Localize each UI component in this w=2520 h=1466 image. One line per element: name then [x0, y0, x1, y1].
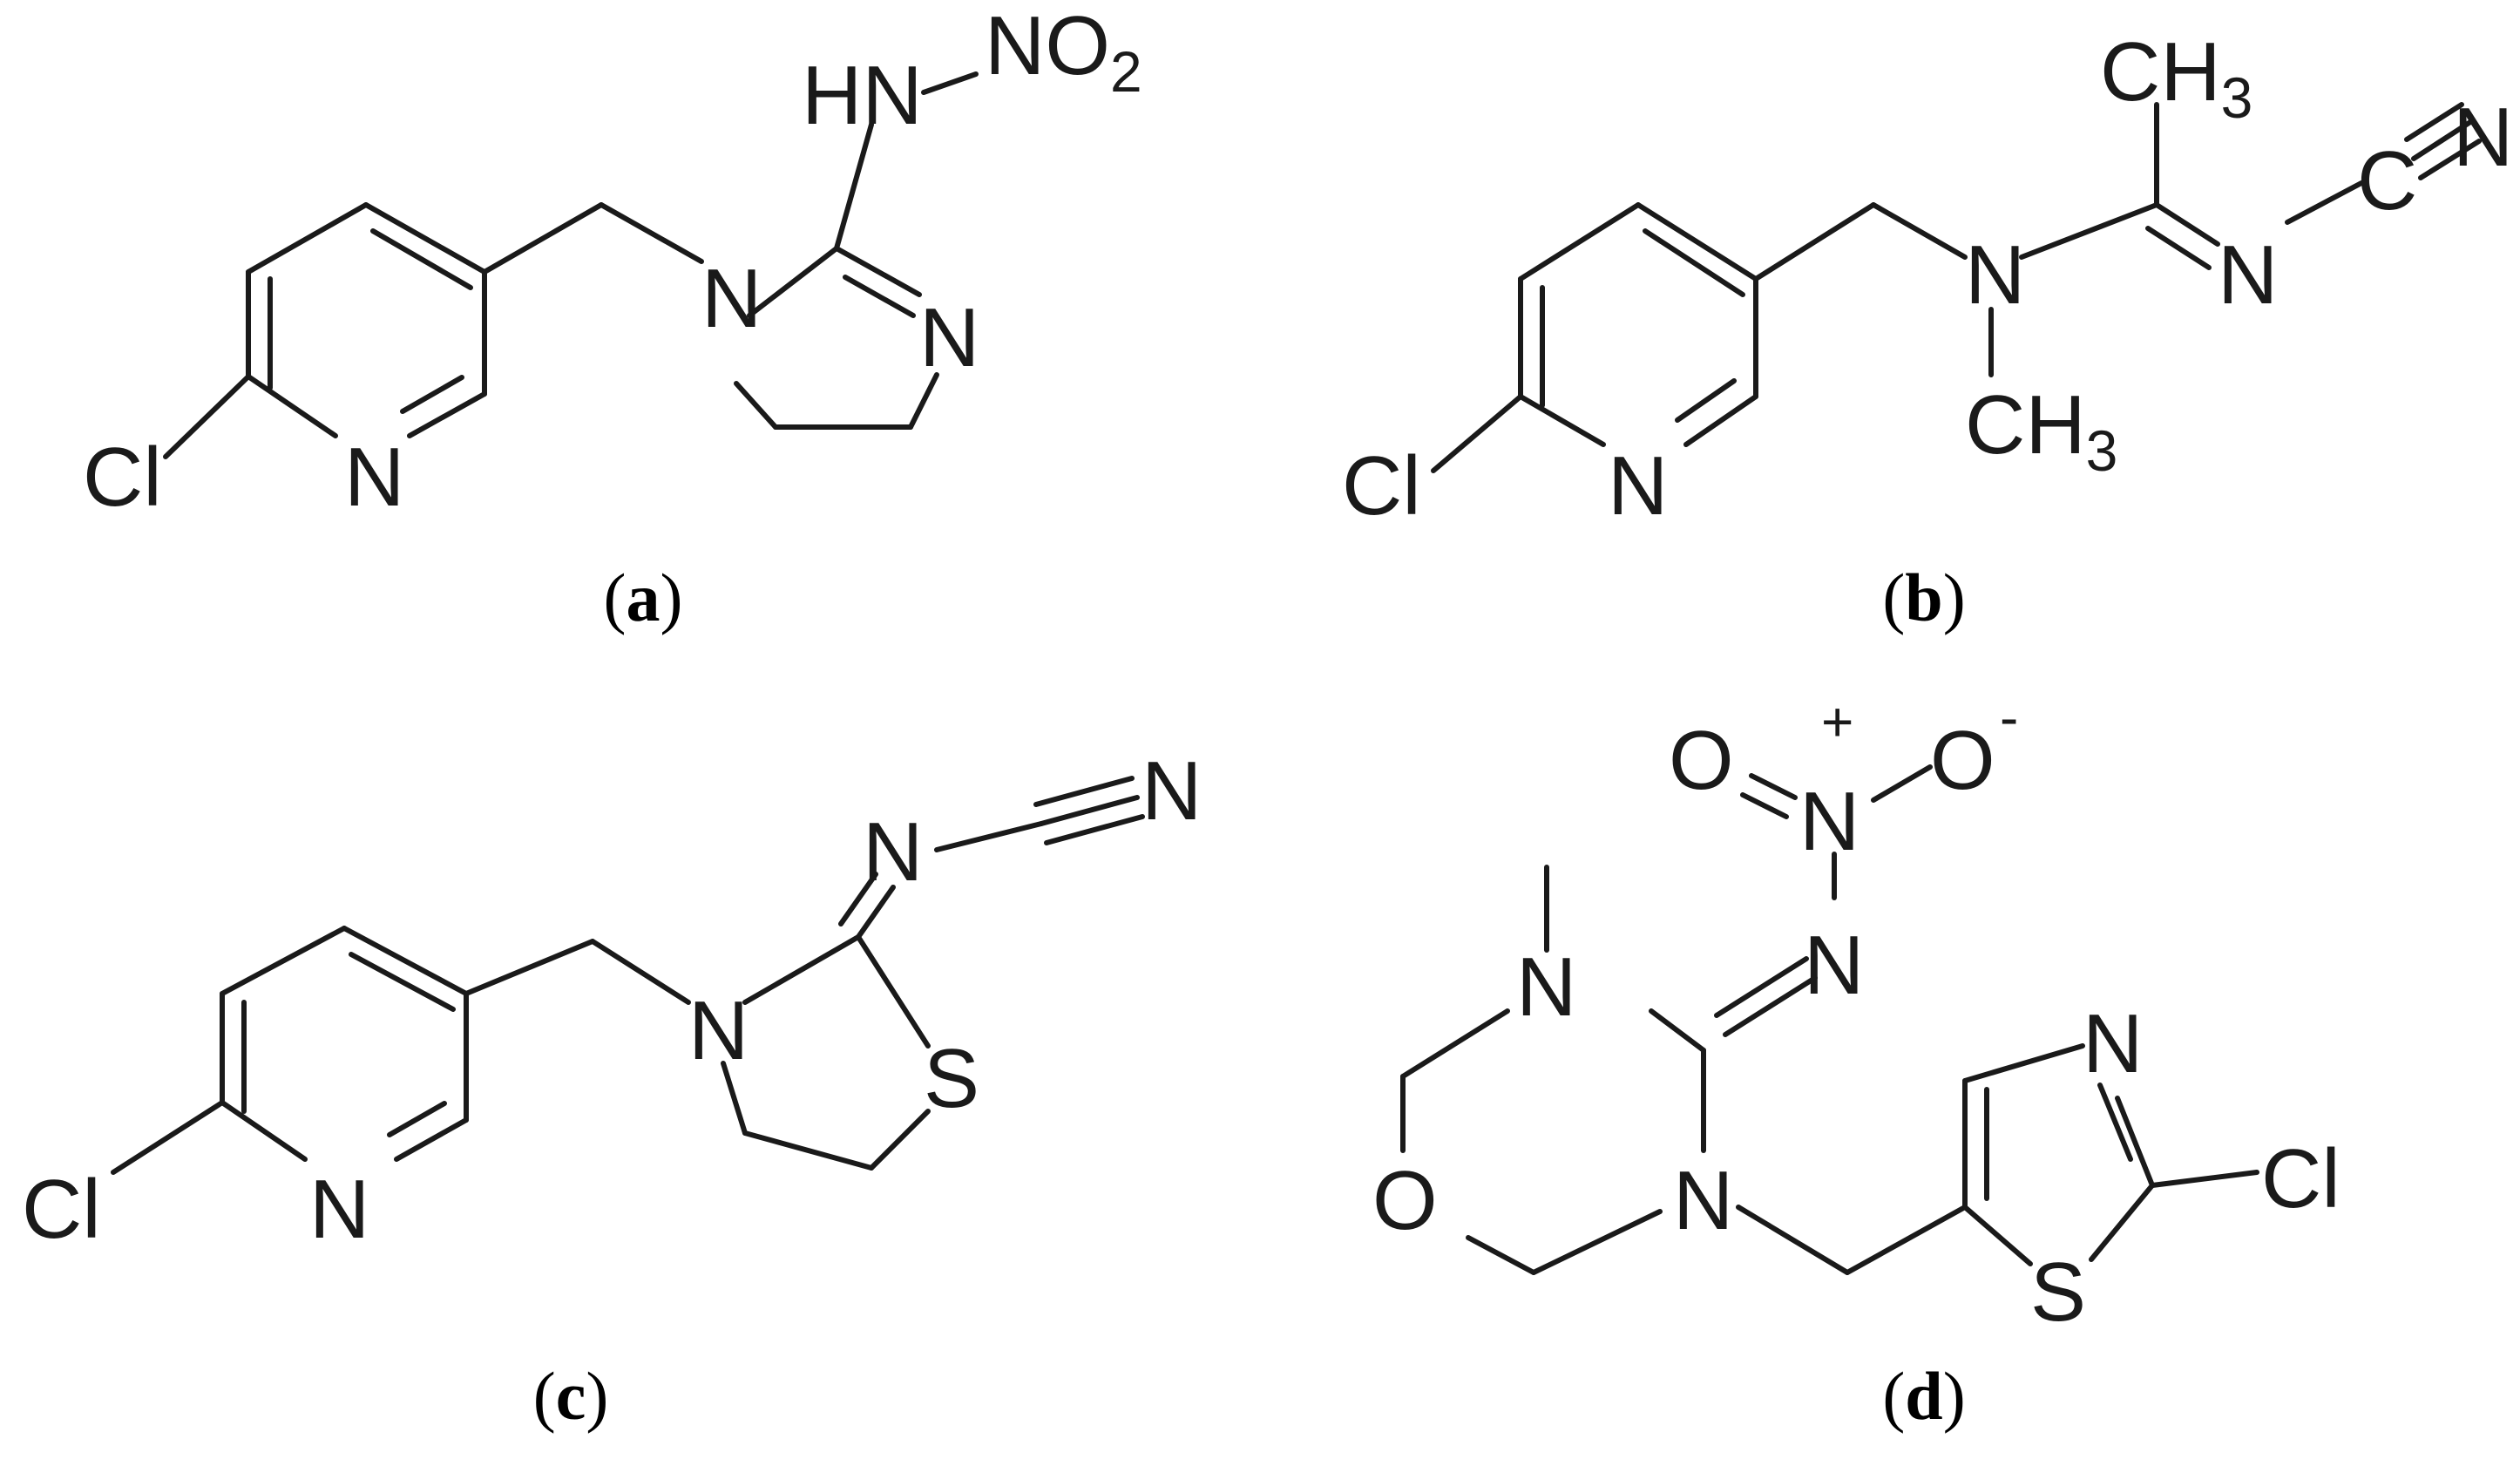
structure-c-bonds [111, 776, 1145, 1175]
oxadiazinane-oxygen: O [1372, 1154, 1438, 1247]
structure-d: O N + O - N N O N N S Cl (d) [1372, 686, 2340, 1434]
imine-nitrogen: N [863, 805, 923, 899]
thiazolidine-n3: N [688, 984, 749, 1077]
imidazolidine-n3: N [919, 291, 979, 384]
oxadiazinane-nitrogen: N [1673, 1154, 1733, 1247]
amine-nitrogen: N [1965, 228, 2025, 322]
thiazole-sulfur: S [2030, 1245, 2086, 1339]
chlorine-atom: Cl [2261, 1132, 2340, 1225]
chlorine-atom: Cl [1342, 439, 1421, 533]
caption-a: (a) [604, 560, 683, 635]
nitrile-carbon: C [2357, 134, 2417, 227]
negative-charge: - [2000, 686, 2018, 749]
structure-b: Cl N N CH3 N C N CH3 (b) [1342, 25, 2513, 635]
structure-a: Cl N N N HN NO2 (a) [83, 0, 1142, 635]
structure-a-bonds [163, 71, 979, 459]
nitro-oxygen-double: O [1669, 714, 1734, 807]
methyl-group-top: CH3 [2100, 25, 2252, 130]
nitro-group: NO2 [985, 0, 1142, 104]
pyridine-nitrogen: N [344, 431, 404, 524]
nitro-nitrogen: N [1799, 775, 1860, 868]
structure-b-bonds [1431, 102, 2482, 473]
chlorine-atom: Cl [83, 431, 162, 524]
nitroamino-hn: HN [802, 49, 923, 142]
thiazolidine-sulfur: S [924, 1032, 979, 1125]
imine-nitrogen: N [2218, 228, 2278, 322]
caption-b: (b) [1882, 560, 1965, 635]
methyl-group-bottom: CH3 [1965, 378, 2117, 483]
structure-c: Cl N N S N N (c) [22, 744, 1202, 1434]
caption-c: (c) [533, 1358, 609, 1434]
nitrile-nitrogen: N [1141, 744, 1202, 838]
methyl-nitrogen: N [1516, 940, 1576, 1034]
nitro-oxygen-single: O [1930, 714, 1995, 807]
pyridine-nitrogen: N [309, 1163, 369, 1256]
imidazolidine-n1: N [701, 252, 762, 345]
chlorine-atom: Cl [22, 1163, 101, 1256]
imine-nitrogen: N [1804, 919, 1864, 1012]
pyridine-nitrogen: N [1608, 439, 1668, 533]
structure-d-bonds [1400, 764, 2259, 1275]
caption-d: (d) [1882, 1358, 1965, 1434]
positive-charge: + [1821, 690, 1853, 753]
thiazole-nitrogen: N [2083, 997, 2143, 1090]
nitrile-nitrogen: N [2453, 91, 2513, 184]
